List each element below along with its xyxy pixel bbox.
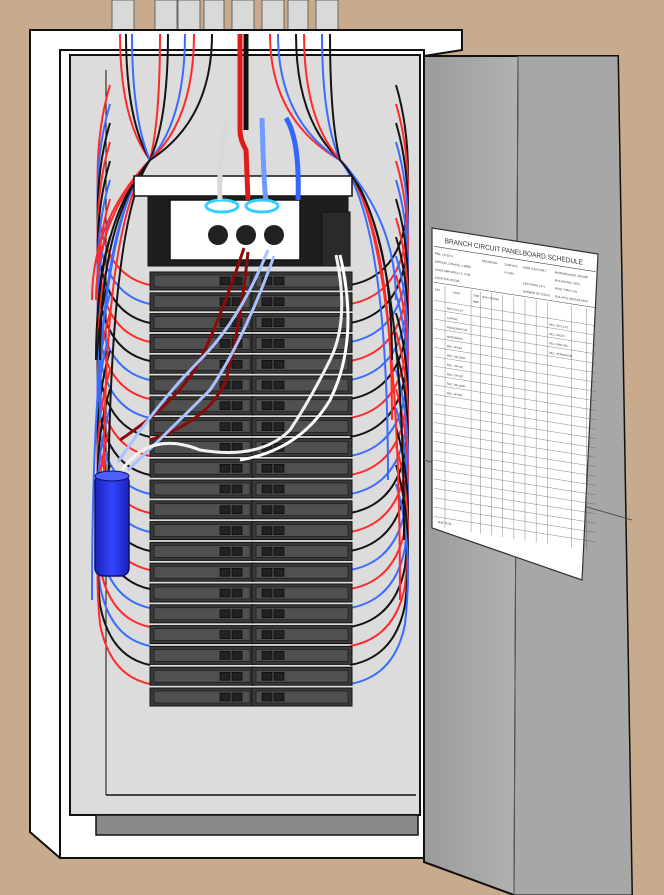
schedule-load-entry: COFFEE [447,316,458,322]
breaker [251,458,353,478]
schedule-spec-line: 208Y/120, 3 PHASE, 4 WIRE [435,259,471,269]
schedule-load-entry: MICROWAVE [447,334,463,341]
breaker [251,521,353,541]
schedule-amp-header: AMP [473,299,479,304]
schedule-main-lugs: MAIN LUGS ONLY [523,265,547,273]
schedule-bus-rating: BUS RATING: 225A [555,278,580,286]
feeder-wire [91,33,186,601]
schedule-fed-from: FED FROM: LP-1 [523,281,545,289]
feeder-wire [303,33,401,601]
breaker [251,313,353,333]
breaker [149,645,255,665]
schedule-num-poles: NUMBER OF POLES [523,289,550,297]
schedule-main-breaker: MAIN BREAKER: 225A/3P [555,270,588,279]
schedule-load-entry: REC. SPARE [447,391,463,398]
breaker [251,292,353,312]
schedule-trip-header: TRIP [473,293,479,298]
branch-conductors [116,247,350,472]
panelboard-schedule: BRANCH CIRCUIT PANELBOARD SCHEDULE PNL: … [431,227,599,581]
main-feeders [217,34,301,201]
breaker [149,479,255,499]
breaker [251,437,353,457]
breaker [149,500,255,520]
schedule-load-entry: REC. OFFICE [447,372,464,379]
breaker [251,625,353,645]
breaker [251,687,353,707]
breaker [251,500,353,520]
schedule-aic: 10,000 AMP MIN A.I.C. SYM [435,267,471,277]
schedule-load-entry: REC. WORKROOM [549,351,573,359]
conduit-group [111,0,339,35]
breaker [251,583,353,603]
breaker-columns [149,271,353,707]
schedule-flush: FLUSH [505,270,514,276]
schedule-panel-id: PNL: LP-1E-1 [435,251,454,258]
breaker [251,271,353,291]
wiring-bundle [91,33,409,685]
breaker [251,541,353,561]
breaker [149,541,255,561]
breaker [149,521,255,541]
breaker [149,437,255,457]
surge-capacitor [94,470,130,577]
breaker [251,562,353,582]
schedule-location: LOCATION: ROOM [435,275,460,283]
breaker [251,333,353,353]
feeder-wire [99,33,213,361]
breaker [251,604,353,624]
schedule-load-entry: REC. OFFICE [447,363,464,370]
breaker [149,458,255,478]
breaker [149,604,255,624]
schedule-load-entry: REFRIGERATOR [447,325,467,332]
breaker [251,479,353,499]
schedule-load-entry: REC. ROOM [447,344,463,351]
feeder-wire [329,33,393,361]
breaker [149,583,255,603]
schedule-isolated-ground: ISOLATED GROUND BUS [555,294,588,303]
schedule-mounting: MOUNTING [482,259,498,266]
schedule-load-entry: REC. HALLWAY [447,381,466,388]
schedule-load-entry: REC. OUTLETS [549,322,568,329]
breaker [149,562,255,582]
feeder-wire [277,33,389,481]
schedule-load-entry: REC. PRINTER [549,341,567,348]
schedule-feed-thru: FEED THRU LUG [555,286,578,294]
schedule-load-entry: REC. HALLWAY [447,353,466,360]
breaker [149,333,255,353]
branch-wire [349,407,409,609]
breaker [149,396,255,416]
breaker [149,375,255,395]
schedule-total: SUBTOTAL [438,520,453,526]
schedule-surface: SURFACE [505,262,518,268]
schedule-ckt-header: CKT [435,287,441,292]
breaker [149,666,255,686]
breaker [251,645,353,665]
schedule-load-header: LOAD [452,290,460,295]
schedule-load-entry: REC. FRONT [549,332,565,339]
breaker [251,354,353,374]
main-lug-assembly [133,175,353,267]
breaker [251,396,353,416]
breaker [251,666,353,686]
breaker [251,375,353,395]
schedule-load-entry: REC/OUTLET [447,306,464,313]
breaker [149,687,255,707]
breaker [149,625,255,645]
schedule-kva-header: KVA / PHASE [482,295,499,302]
breaker [149,271,255,291]
